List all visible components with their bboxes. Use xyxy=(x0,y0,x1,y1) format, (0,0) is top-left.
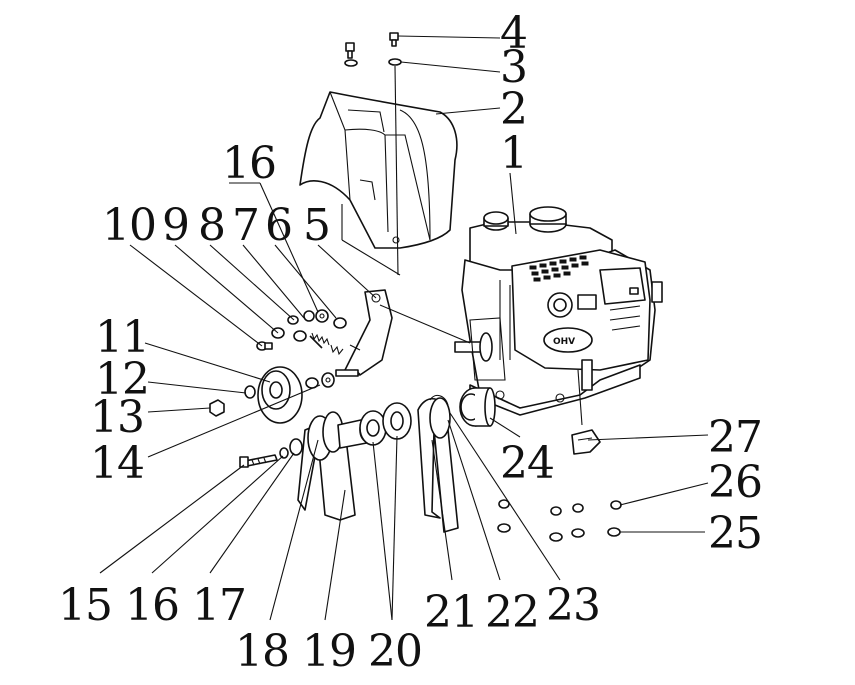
callout-15: 15 xyxy=(58,580,112,631)
mounting-nuts-and-washers xyxy=(497,499,622,542)
callout-numbers: 4 3 2 1 16 10 9 8 7 6 5 11 12 13 14 15 1… xyxy=(58,8,763,677)
callout-10: 10 xyxy=(102,200,156,251)
callout-9: 9 xyxy=(162,200,189,251)
callout-12: 12 xyxy=(95,354,149,405)
callout-16-lower: 16 xyxy=(125,580,179,631)
callout-27: 27 xyxy=(708,412,762,463)
callout-leader-lines xyxy=(99,35,709,621)
callout-17: 17 xyxy=(192,580,246,631)
callout-26: 26 xyxy=(708,457,762,508)
callout-13: 13 xyxy=(90,392,144,443)
idler-pulley xyxy=(209,366,335,424)
callout-5: 5 xyxy=(303,200,330,251)
callout-3: 3 xyxy=(500,42,527,93)
callout-4: 4 xyxy=(500,8,527,59)
guard-bolts xyxy=(344,32,402,276)
callout-25: 25 xyxy=(708,508,762,559)
idler-bracket xyxy=(344,289,471,376)
callout-23: 23 xyxy=(546,580,600,631)
grille-vents xyxy=(529,255,589,282)
callout-16-upper: 16 xyxy=(222,138,276,189)
pulley-bolt-set xyxy=(239,438,303,468)
callout-21: 21 xyxy=(424,587,478,638)
callout-8: 8 xyxy=(198,200,225,251)
callout-24: 24 xyxy=(500,438,554,489)
retaining-clip xyxy=(571,429,601,455)
callout-22: 22 xyxy=(485,587,539,638)
callout-18: 18 xyxy=(235,626,289,677)
engine-logo: OHV xyxy=(553,337,575,347)
callout-7: 7 xyxy=(232,200,259,251)
callout-11: 11 xyxy=(95,312,149,363)
spacer-washers xyxy=(359,402,412,446)
drive-belts xyxy=(417,394,459,533)
callout-2: 2 xyxy=(500,84,527,135)
callout-1: 1 xyxy=(500,128,527,179)
callout-14: 14 xyxy=(90,438,144,489)
callout-6: 6 xyxy=(265,200,292,251)
belt-guard xyxy=(299,91,458,276)
engine-pulley xyxy=(459,387,496,427)
engine: OHV xyxy=(454,206,663,426)
callout-19: 19 xyxy=(302,626,356,677)
spring-and-washer-stack xyxy=(256,309,361,377)
callout-20: 20 xyxy=(368,626,422,677)
